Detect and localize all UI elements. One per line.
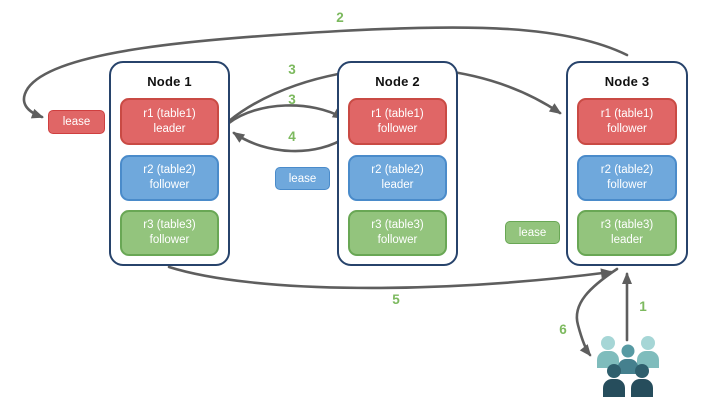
replica-name: r3 (table3) (371, 219, 424, 232)
replica-name: r3 (table3) (143, 219, 196, 232)
replica-box: r2 (table2) leader (348, 155, 447, 201)
replica-role: follower (149, 179, 190, 191)
replica-name: r1 (table1) (600, 107, 654, 120)
node-title: Node 1 (147, 74, 192, 89)
replica-role: follower (377, 122, 418, 135)
replica-name: r1 (table1) (143, 107, 196, 120)
step-label-1: 1 (639, 299, 647, 314)
replica-role: leader (381, 179, 414, 191)
step-label-4: 4 (288, 129, 296, 144)
replica-box: r2 (table2) follower (577, 155, 677, 201)
replica-name: r2 (table2) (600, 164, 654, 177)
node-2: Node 2 r1 (table1) follower r2 (table2) … (337, 61, 458, 266)
lease-badge-red: lease (48, 110, 105, 134)
replica-box: r1 (table1) leader (120, 98, 219, 145)
replica-box: r1 (table1) follower (348, 98, 447, 145)
arrow-step-5 (167, 265, 613, 290)
lease-badge-blue: lease (275, 167, 330, 190)
arrow-step-3-to-node2 (227, 104, 345, 125)
replica-box: r2 (table2) follower (120, 155, 219, 201)
replica-name: r2 (table2) (143, 164, 196, 177)
replica-role: follower (149, 234, 190, 246)
replica-role: follower (607, 122, 647, 135)
step-label-2: 2 (336, 10, 344, 25)
replica-role: follower (607, 179, 647, 191)
replica-box: r3 (table3) leader (577, 210, 677, 256)
step-label-5: 5 (392, 292, 400, 307)
replica-role: follower (377, 234, 418, 246)
replica-box: r1 (table1) follower (577, 98, 677, 145)
lease-badge-green: lease (505, 221, 560, 244)
replica-name: r3 (table3) (600, 219, 654, 232)
node-title: Node 2 (375, 74, 420, 89)
node-1: Node 1 r1 (table1) leader r2 (table2) fo… (109, 61, 230, 266)
replica-name: r2 (table2) (371, 164, 424, 177)
replica-role: leader (153, 122, 186, 135)
step-label-3a: 3 (288, 62, 296, 77)
replica-name: r1 (table1) (371, 107, 424, 120)
step-label-6: 6 (559, 322, 567, 337)
replica-box: r3 (table3) follower (120, 210, 219, 256)
node-title: Node 3 (604, 74, 650, 89)
step-label-3b: 3 (288, 92, 296, 107)
node-3: Node 3 r1 (table1) follower r2 (table2) … (566, 61, 688, 266)
replica-box: r3 (table3) follower (348, 210, 447, 256)
users-group-icon (597, 336, 659, 397)
replica-role: leader (611, 234, 643, 246)
